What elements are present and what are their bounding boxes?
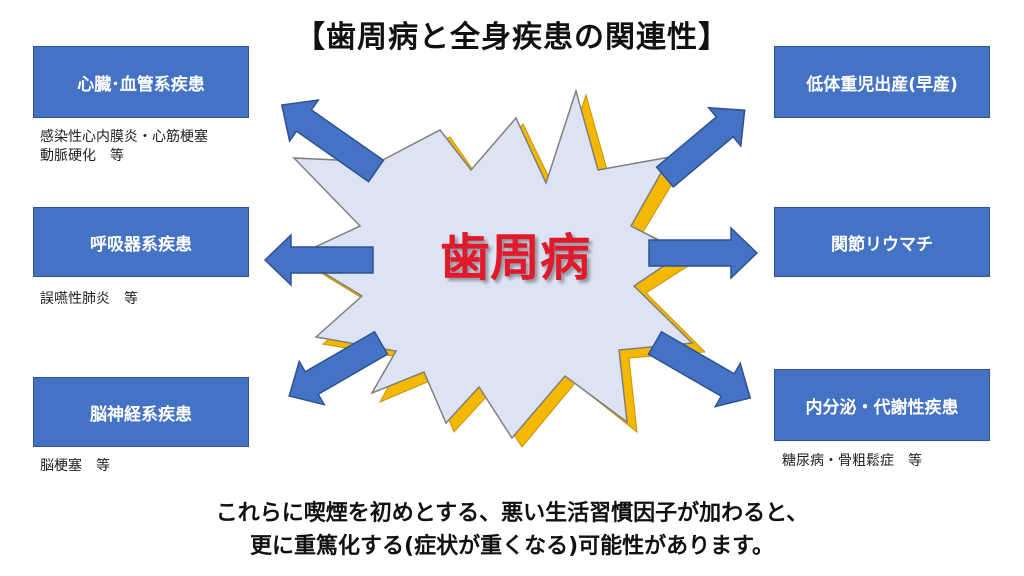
note-cardiovascular: 感染性心内膜炎・心筋梗塞 動脈硬化 等 (40, 129, 208, 164)
arrow-to-cardiovascular (280, 99, 385, 183)
footer-line-2: 更に重篤化する(症状が重くなる)可能性があります。 (250, 534, 774, 559)
note-cerebrovascular: 脳梗塞 等 (40, 458, 110, 474)
center-label: 歯周病 (440, 229, 590, 287)
box-low-birth-weight: 低体重児出産(早産) (774, 46, 990, 118)
note-endocrine-metabolic: 糖尿病・骨粗鬆症 等 (782, 453, 922, 469)
note-respiratory: 誤嚥性肺炎 等 (40, 291, 138, 307)
arrow-to-rheumatoid (648, 226, 759, 280)
arrow-to-cerebrovascular (288, 330, 389, 406)
box-cardiovascular: 心臓･血管系疾患 (33, 46, 249, 118)
arrow-to-respiratory (263, 233, 374, 287)
box-rheumatoid-arthritis: 関節リウマチ (774, 207, 990, 277)
box-endocrine-metabolic: 内分泌・代謝性疾患 (774, 369, 990, 441)
box-respiratory: 呼吸器系疾患 (33, 207, 249, 277)
page-title: 【歯周病と全身疾患の関連性】 (295, 20, 729, 55)
box-cerebrovascular: 脳神経系疾患 (33, 377, 249, 447)
footer-line-1: これらに喫煙を初めとする、悪い生活習慣因子が加わると、 (215, 501, 809, 526)
arrow-to-low-birth-weight (655, 106, 746, 189)
footer-message: これらに喫煙を初めとする、悪い生活習慣因子が加わると、 更に重篤化する(症状が重… (0, 497, 1024, 563)
arrow-to-endocrine (647, 330, 752, 408)
